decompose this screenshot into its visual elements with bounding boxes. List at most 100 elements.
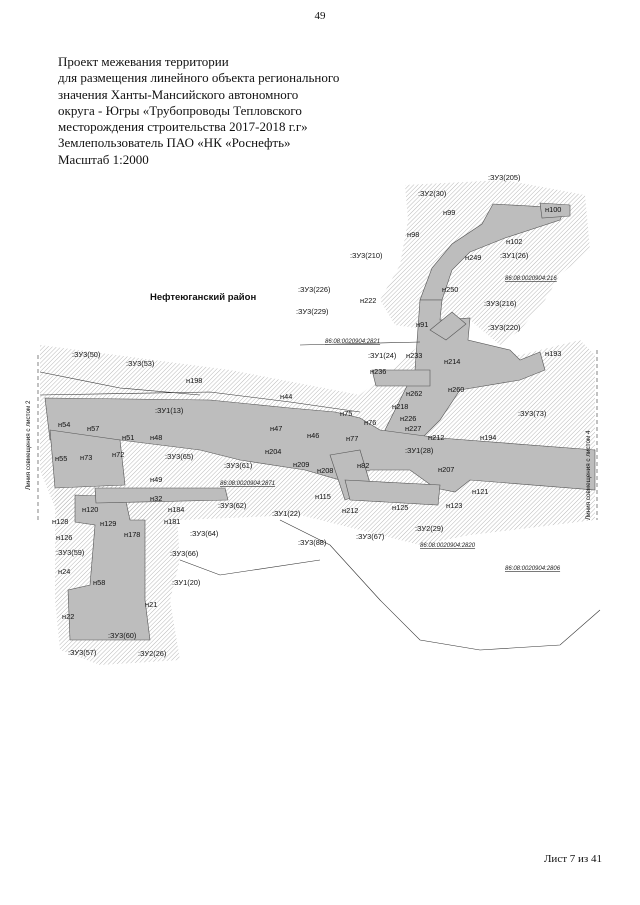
- point-label: н212: [342, 506, 358, 515]
- point-label: н194: [480, 433, 496, 442]
- zone-label: :ЗУ3(65): [165, 452, 193, 461]
- boundary-line-diagonal: [279, 519, 601, 651]
- point-label: н262: [406, 389, 422, 398]
- parcel-north-pipeline: [419, 203, 566, 301]
- header-line-7: Масштаб 1:2000: [58, 151, 149, 167]
- document-header: Проект межевания территории для размещен…: [58, 54, 339, 168]
- point-labels: н99 н100 н102 н98 н249 н250 н222 н91 н23…: [52, 205, 561, 621]
- point-label: н129: [100, 519, 116, 528]
- point-label: н123: [446, 501, 462, 510]
- zone-label: :ЗУ3(53): [126, 359, 154, 368]
- point-label: н128: [52, 517, 68, 526]
- point-label: н49: [150, 475, 162, 484]
- point-label: н222: [360, 296, 376, 305]
- point-label: н48: [150, 433, 162, 442]
- zone-label: :ЗУ3(220): [488, 323, 521, 332]
- point-label: н214: [444, 357, 460, 366]
- point-label: н21: [145, 600, 157, 609]
- point-label: н102: [506, 237, 522, 246]
- point-label: н57: [87, 424, 99, 433]
- point-label: н204: [265, 447, 281, 456]
- point-label: н73: [80, 453, 92, 462]
- point-label: н250: [442, 285, 458, 294]
- point-label: н207: [438, 465, 454, 474]
- point-label: н226: [400, 414, 416, 423]
- zone-label: :ЗУ3(229): [296, 307, 329, 316]
- zone-label: :ЗУ2(26): [138, 649, 166, 658]
- reference-lines: [37, 341, 601, 651]
- point-label: н99: [443, 208, 455, 217]
- point-label: н260: [448, 385, 464, 394]
- parcel-branch: [384, 299, 546, 451]
- header-line-3: значения Ханты-Мансийского автономного: [58, 86, 299, 102]
- road-line: [39, 391, 361, 413]
- zone-label: :ЗУ3(60): [108, 631, 136, 640]
- point-label: н227: [405, 424, 421, 433]
- parcel-south-leg: [67, 494, 151, 641]
- point-label: н193: [545, 349, 561, 358]
- zone-label: :ЗУ1(22): [272, 509, 300, 518]
- point-label: н233: [406, 351, 422, 360]
- zone-label: :ЗУ1(24): [368, 351, 396, 360]
- point-label: н126: [56, 533, 72, 542]
- point-label: н76: [364, 418, 376, 427]
- parcel-curve: [371, 369, 431, 387]
- zone-label: :ЗУ3(216): [484, 299, 517, 308]
- point-label: н55: [55, 454, 67, 463]
- point-label: н121: [472, 487, 488, 496]
- header-line-5: месторождения строительства 2017-2018 г.…: [58, 119, 308, 135]
- point-label: н75: [340, 409, 352, 418]
- point-label: н249: [465, 253, 481, 262]
- zone-label: :ЗУ1(26): [500, 251, 528, 260]
- parcel-south-bar: [94, 487, 229, 504]
- boundary-line-east: [299, 341, 421, 346]
- road-line-lower: [39, 371, 201, 396]
- point-label: н44: [280, 392, 292, 401]
- zone-label: :ЗУ3(66): [170, 549, 198, 558]
- zone-label: :ЗУ2(29): [415, 524, 443, 533]
- zone-label: :ЗУ3(61): [224, 461, 252, 470]
- point-label: н22: [62, 612, 74, 621]
- parcel-west-block: [49, 429, 126, 489]
- sheet-note-left: Линия совмещения с листом 2: [25, 400, 32, 490]
- zone-label: :ЗУ3(88): [298, 538, 326, 547]
- zone-label: :ЗУ3(50): [72, 350, 100, 359]
- zone-label: :ЗУ2(30): [418, 189, 446, 198]
- point-label: н100: [545, 205, 561, 214]
- point-label: н77: [346, 434, 358, 443]
- header-line-4: округа - Югры «Трубопроводы Тепловского: [58, 102, 302, 118]
- point-label: н72: [112, 450, 124, 459]
- cadastral-label: 86:08:0020904:2821: [325, 339, 380, 345]
- point-label: н82: [357, 461, 369, 470]
- parcel-north-cap: [539, 202, 571, 219]
- point-label: н46: [307, 431, 319, 440]
- cadastral-labels: 86:08:0020904:216 86:08:0020904:2821 86:…: [220, 276, 561, 572]
- zone-label: :ЗУ3(226): [298, 285, 331, 294]
- point-label: н120: [82, 505, 98, 514]
- point-label: н212: [428, 433, 444, 442]
- point-label: н208: [317, 466, 333, 475]
- zone-label: :ЗУ1(20): [172, 578, 200, 587]
- zone-label: :ЗУ3(73): [518, 409, 546, 418]
- point-label: н24: [58, 567, 70, 576]
- point-label: н198: [186, 376, 202, 385]
- point-label: н209: [293, 460, 309, 469]
- sheet-footer: Лист 7 из 41: [543, 853, 602, 865]
- header-line-2: для размещения линейного объекта региона…: [58, 70, 340, 86]
- point-label: н47: [270, 424, 282, 433]
- header-line-6: Землепользователь ПАО «НК «Роснефть»: [58, 135, 291, 151]
- zone-label: :ЗУ1(13): [155, 406, 183, 415]
- point-label: н181: [164, 517, 180, 526]
- district-name: Нефтеюганский район: [150, 292, 256, 303]
- sheet-note-right: Линия совмещения с листом 4: [585, 430, 592, 520]
- point-label: н54: [58, 420, 70, 429]
- point-label: н91: [416, 320, 428, 329]
- point-label: н98: [407, 230, 419, 239]
- point-label: н115: [315, 492, 331, 501]
- zone-label: :ЗУ3(205): [488, 173, 521, 182]
- point-label: н51: [122, 433, 134, 442]
- parcel-main-corridor: [44, 397, 596, 493]
- page-number: 49: [314, 10, 326, 22]
- zone-label: :ЗУ3(64): [190, 529, 218, 538]
